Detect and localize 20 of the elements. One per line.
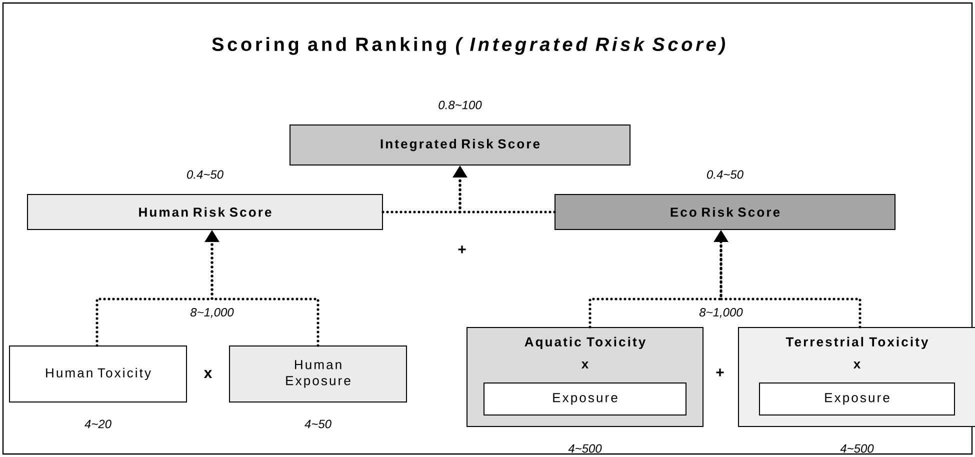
edge-label: 8~1,000	[189, 307, 235, 319]
operator-sign: +	[716, 368, 724, 376]
range-label: 4~500	[568, 444, 602, 453]
score-box: Human Risk Score	[27, 194, 383, 230]
range-label: 0.4~50	[707, 170, 744, 179]
operator-sign: x	[204, 370, 212, 378]
score-box: Human Exposure	[229, 346, 407, 402]
range-label: 0.4~50	[187, 170, 224, 179]
range-label: 0.8~100	[438, 100, 482, 110]
score-box: Eco Risk Score	[554, 194, 896, 230]
range-label: 4~500	[840, 444, 874, 453]
inner-box: Exposure	[484, 382, 686, 416]
range-label: 4~20	[84, 420, 112, 428]
operator-sign: +	[458, 246, 466, 254]
inner-box: Exposure	[759, 382, 955, 416]
edge-label: 8~1,000	[698, 307, 744, 319]
title: Scoring and Ranking ( Integrated Risk Score)	[212, 37, 725, 55]
score-box: Human Toxicity	[9, 346, 187, 402]
range-label: 4~50	[304, 420, 332, 428]
score-box: Integrated Risk Score	[290, 124, 630, 166]
